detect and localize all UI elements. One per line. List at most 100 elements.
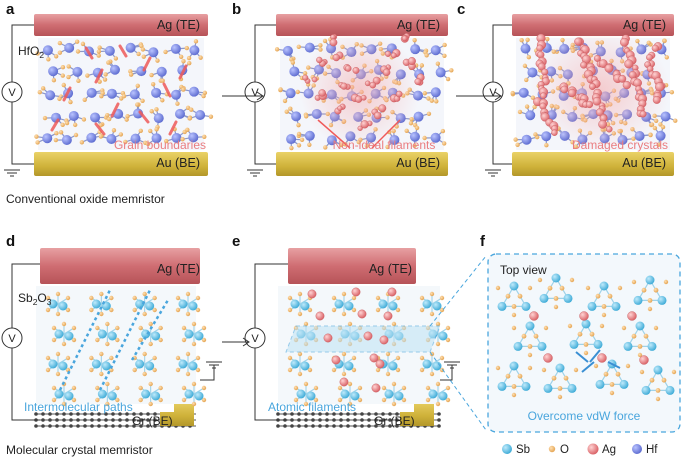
e-carbon-atom [367,424,371,428]
d-sb-atom [91,359,101,369]
d-carbon-atom [69,412,73,416]
e-oxygen-atom [287,355,293,361]
a-hf-atom [125,42,136,53]
e-carbon-atom [325,412,329,416]
b-filament-glow [300,30,420,150]
e-oxygen-atom [341,311,347,317]
a-oxygen-atom [149,109,154,114]
a-oxygen-atom [105,112,110,118]
e-carbon-atom [297,412,301,416]
d-carbon-atom [83,424,87,428]
d-oxygen-atom [195,355,201,361]
f-oxygen-atom [607,293,613,299]
b-ag-cluster-4 [360,94,367,101]
a-grain-boundary-2 [118,44,128,58]
e-atomic-filament-2 [371,383,381,393]
f-sb-atom [611,301,621,311]
e-carbon-atom [311,418,315,422]
a-oxygen-atom [202,134,207,140]
e-carbon-atom [311,424,315,428]
d-oxygen-atom [201,337,207,343]
e-oxygen-atom [419,295,425,301]
f-sb-atom [599,281,609,291]
e-sb-atom [394,391,404,401]
f-sb-atom [525,321,535,331]
a-grain-boundary-8 [178,64,188,80]
a-hf-atom [189,86,200,97]
legend-hf-label: Hf [646,444,658,456]
f-oxygen-atom [557,386,563,391]
a-oxygen-atom [64,120,70,126]
e-carbon-atom [395,412,399,416]
b-oxygen-atom [296,44,301,49]
f-oxygen-atom [609,382,615,387]
c-ag-cluster-2 [620,37,629,47]
d-carbon-atom [83,418,87,422]
f-sb-atom [635,321,645,331]
d-oxygen-atom [45,307,51,313]
d-oxygen-atom [71,337,77,343]
c-hf-atom [521,134,532,145]
e-top-electrode-label: Ag (TE) [369,262,412,276]
a-oxygen-atom [139,43,144,49]
f-oxygen-atom [601,312,607,318]
f-sb-atom [619,379,629,389]
e-oxygen-atom [419,307,425,313]
b-oxygen-atom [296,143,302,148]
b-oxygen-atom [424,53,429,58]
d-carbon-atom [41,412,45,416]
a-oxygen-atom [160,98,165,103]
c-ag-cluster-4 [593,54,601,62]
e-carbon-atom [360,412,364,416]
e-oxygen-atom [337,397,343,403]
c-ag-cluster-5 [585,100,594,109]
d-oxygen-atom [61,401,67,407]
d-carbon-atom [48,418,52,422]
e-sb-atom [422,299,432,309]
a-hf-atom [106,88,117,99]
d-sb-atom [107,391,117,401]
b-hf-atom [282,45,293,56]
d-oxygen-atom [148,381,153,387]
f-sb-atom [543,383,553,393]
e-sb-atom [296,389,306,399]
b-ag-cluster-13 [357,125,363,131]
d-oxygen-atom [71,385,77,391]
f-sb-atom [633,295,643,305]
f-oxygen-atom [495,285,501,291]
f-sb-atom [581,319,591,329]
b-ag-cluster-15 [316,56,323,64]
a-oxygen-atom [141,54,146,59]
d-oxygen-atom [115,397,120,403]
a-oxygen-atom [57,96,62,102]
b-oxygen-atom [419,63,425,68]
b-hf-atom [304,130,315,141]
b-voltage-source [244,81,266,103]
d-carbon-atom [118,418,122,422]
e-carbon-atom [346,412,350,416]
d-oxygen-atom [95,397,100,403]
b-voltage-label: V [251,87,259,99]
b-ag-cluster-13 [360,120,369,129]
a-oxygen-atom [54,130,59,136]
f-ag-atom-5 [639,355,649,365]
c-hf-atom [525,110,536,121]
f-oxygen-atom [569,277,575,283]
b-oxygen-atom [440,128,446,134]
e-oxygen-atom [391,381,397,387]
d-oxygen-atom [51,337,57,343]
d-sb-atom [58,301,68,311]
c-ag-cluster-3 [651,44,659,52]
e-carbon-atom [346,418,350,422]
d-oxygen-atom [51,325,57,331]
e-carbon-atom [395,424,399,428]
a-oxygen-atom [163,49,168,55]
b-hf-atom [289,66,300,77]
b-ag-cluster-16 [302,74,309,81]
e-carbon-atom [339,418,343,422]
e-carbon-atom [290,412,294,416]
b-hf-atom [285,88,296,99]
d-oxygen-atom [45,355,51,361]
c-ag-cluster-3 [655,82,665,92]
a-oxygen-atom [57,40,63,46]
